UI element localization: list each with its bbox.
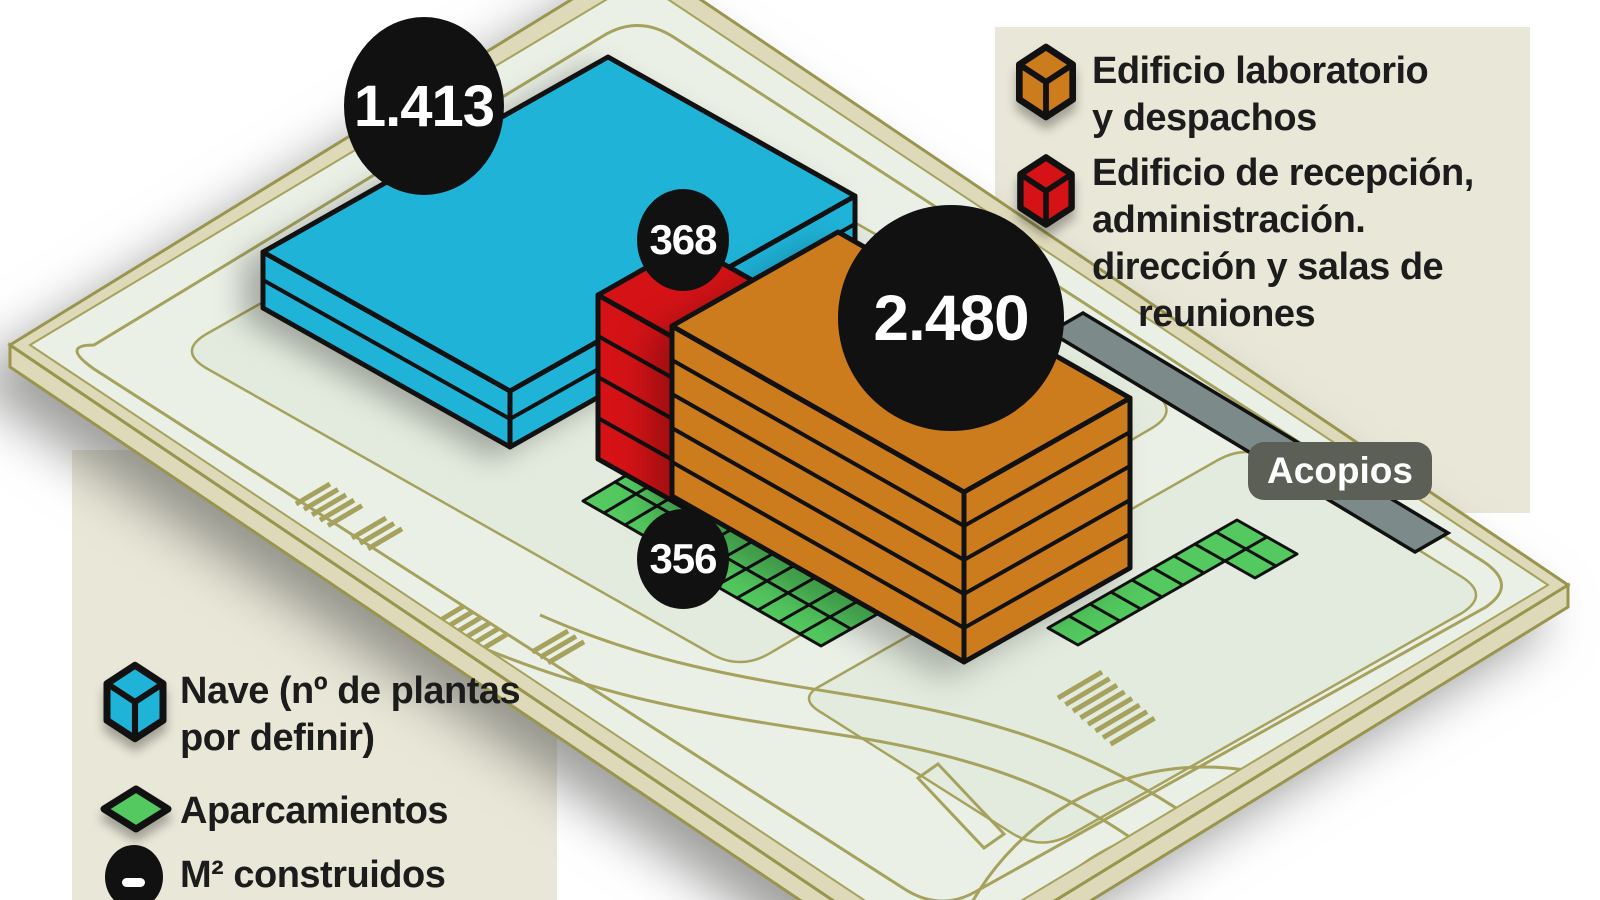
legend-m2-line1: M² construidos — [180, 854, 446, 896]
cube-orange-icon — [1016, 43, 1076, 121]
crosswalk-stripe — [1056, 669, 1104, 701]
acopios-label-text: Acopios — [1267, 450, 1413, 491]
acopios-label: Acopios — [1248, 442, 1432, 500]
crosswalk-stripe — [1064, 676, 1111, 707]
crosswalk-stripe — [326, 503, 364, 528]
m2-value-nave: 1.413 — [353, 73, 495, 139]
legend-nave-line1: Nave (nº de plantas — [180, 670, 521, 712]
crosswalk-stripe — [302, 487, 340, 512]
legend-aparcamientos: Aparcamientos — [180, 788, 449, 835]
crosswalk-stripe — [294, 481, 332, 507]
loop-road-outer — [935, 765, 1475, 900]
crosswalk-stripe — [318, 498, 356, 523]
crosswalk-stripe — [538, 634, 578, 660]
legend-recepcion-line3: dirección y salas de — [1092, 246, 1444, 288]
legend-aparcamientos-line1: Aparcamientos — [180, 790, 449, 832]
legend-nave-line2: por definir) — [180, 717, 375, 759]
legend-recepcion-line1: Edificio de recepción, — [1092, 152, 1474, 194]
m2-badge-icon — [105, 845, 163, 900]
m2-badge-laboratorio: 2.480 — [838, 205, 1064, 431]
legend-laboratorio: Edificio laboratorio y despachos — [1092, 48, 1429, 142]
m2-value-recepcion: 368 — [649, 216, 717, 263]
crosswalk-stripe — [366, 526, 404, 551]
crosswalk-stripe — [1101, 709, 1149, 740]
crosswalk-stripe — [310, 492, 348, 517]
legend-recepcion-line4: reuniones — [1138, 293, 1316, 335]
crosswalk-stripe — [1079, 689, 1126, 720]
m2-value-aparcamientos: 356 — [649, 535, 717, 582]
crosswalk-stripe — [1086, 696, 1134, 727]
crosswalk-stripe — [530, 628, 570, 655]
crosswalk-stripe — [1094, 702, 1141, 734]
m2-badge-recepcion: 368 — [637, 189, 729, 291]
crosswalk-stripe — [1109, 716, 1156, 747]
parking-stall-right — [1244, 535, 1299, 568]
legend-nave: Nave (nº de plantas por definir) — [180, 668, 521, 762]
cube-cyan-icon — [103, 661, 167, 743]
legend-laboratorio-line2: y despachos — [1092, 97, 1317, 139]
m2-badge-nave: 1.413 — [344, 17, 504, 195]
m2-badge-aparcamientos: 356 — [637, 509, 729, 609]
crosswalk-stripe — [358, 521, 396, 546]
cube-red-icon — [1017, 154, 1075, 228]
m2-value-laboratorio: 2.480 — [873, 282, 1029, 354]
legend-laboratorio-line1: Edificio laboratorio — [1092, 50, 1429, 92]
parking-stall-left — [798, 615, 853, 648]
legend-m2: M² construidos — [180, 852, 446, 899]
plate-side — [8, 342, 1570, 900]
diamond-green-icon — [100, 785, 172, 833]
legend-recepcion: Edificio de recepción, administración. d… — [1092, 150, 1474, 338]
crosswalk-stripe — [546, 639, 586, 665]
crosswalk-stripe — [350, 515, 388, 541]
road-spur — [915, 762, 1007, 850]
crosswalk-stripe — [1071, 683, 1119, 714]
ring-road — [75, 24, 1503, 900]
legend-recepcion-line2: administración. — [1092, 199, 1366, 241]
